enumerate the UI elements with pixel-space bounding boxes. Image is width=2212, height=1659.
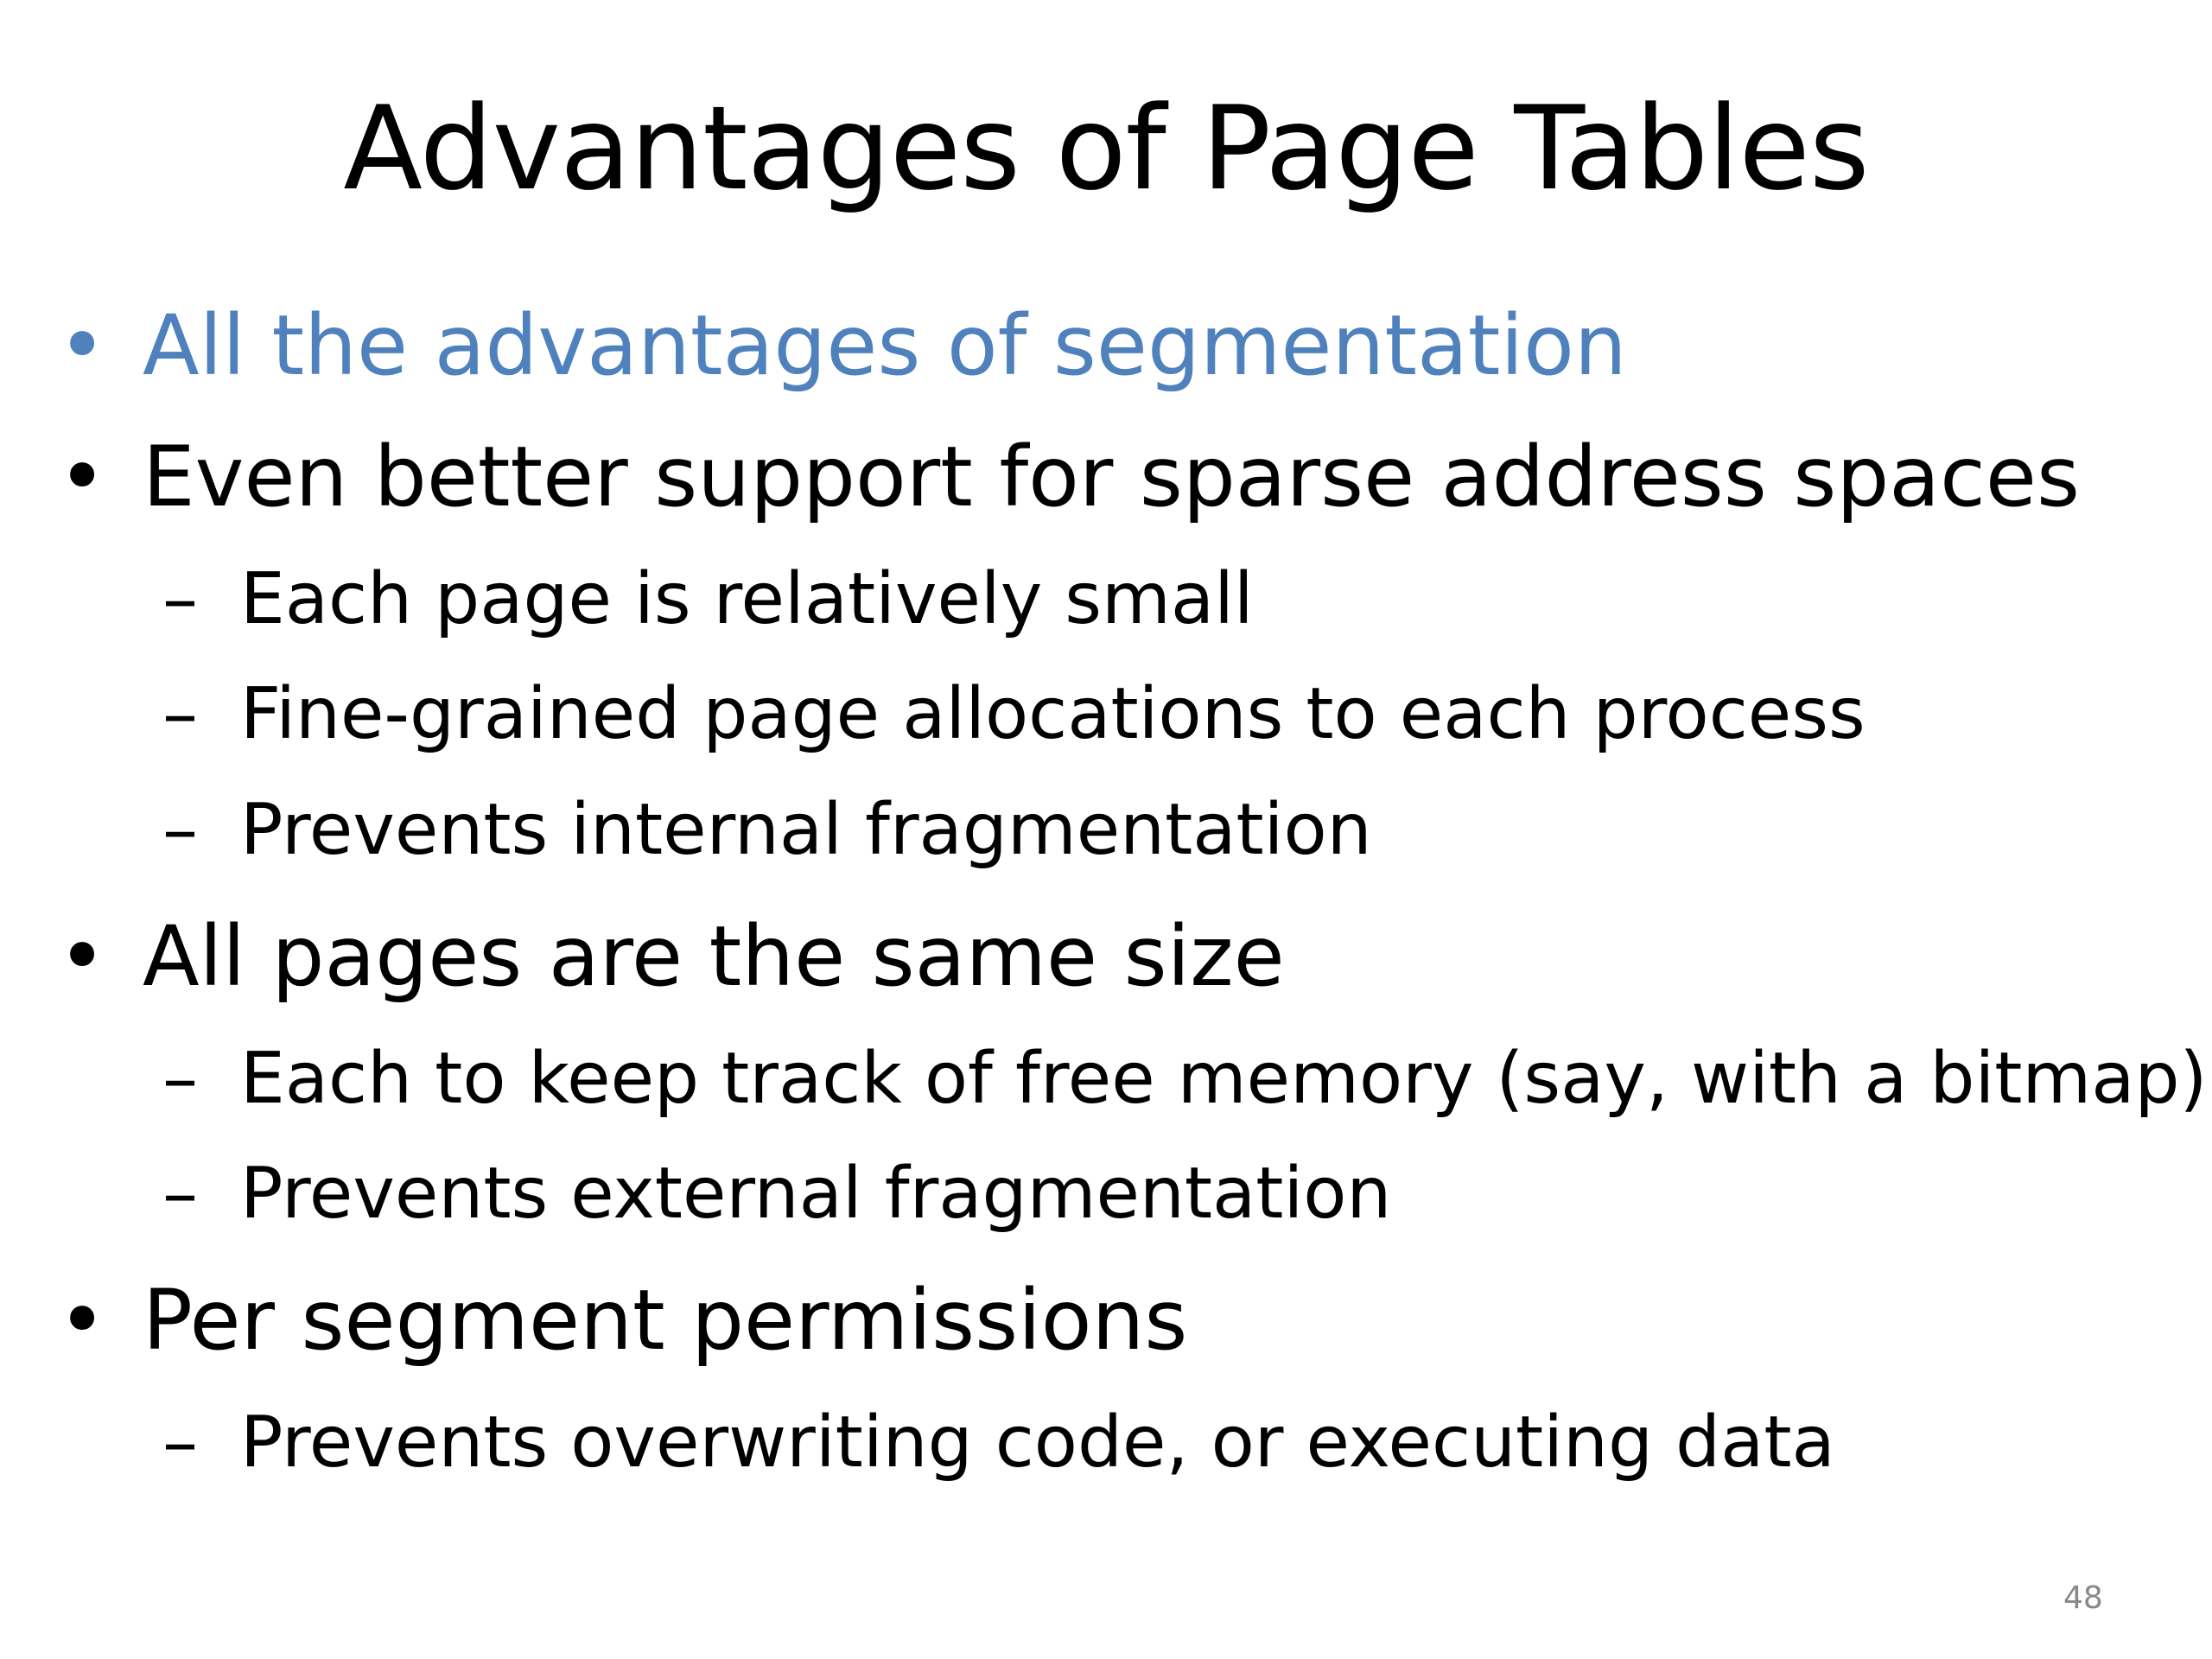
sub-bullet-item: – Each to keep track of free memory (say… — [162, 1038, 2208, 1121]
bullet-marker: • — [57, 908, 107, 1005]
sub-bullet-item: – Fine-grained page allocations to each … — [162, 673, 1866, 756]
bullet-text: Even better support for sparse address s… — [143, 429, 2080, 525]
sub-bullet-item: – Each page is relatively small — [162, 558, 1254, 641]
bullet-text: Per segment permissions — [143, 1272, 1188, 1369]
sub-bullet-text: Each page is relatively small — [240, 558, 1254, 640]
dash-marker: – — [162, 1153, 198, 1235]
sub-bullet-text: Fine-grained page allocations to each pr… — [240, 673, 1866, 755]
bullet-item: • All the advantages of segmentation — [58, 297, 1627, 394]
bullet-item: • Per segment permissions — [58, 1272, 1188, 1369]
bullet-item: • All pages are the same size — [58, 908, 1285, 1005]
bullet-marker: • — [57, 297, 107, 394]
sub-bullet-item: – Prevents internal fragmentation — [162, 789, 1372, 872]
dash-marker: – — [162, 1402, 198, 1484]
dash-marker: – — [162, 558, 198, 640]
sub-bullet-text: Prevents external fragmentation — [240, 1153, 1392, 1235]
bullet-text: All pages are the same size — [143, 908, 1285, 1005]
dash-marker: – — [162, 1038, 198, 1120]
slide-title: Advantages of Page Tables — [343, 81, 1869, 216]
dash-marker: – — [162, 789, 198, 871]
sub-bullet-text: Each to keep track of free memory (say, … — [240, 1038, 2208, 1120]
bullet-text: All the advantages of segmentation — [143, 297, 1627, 394]
bullet-item: • Even better support for sparse address… — [58, 429, 2080, 525]
bullet-marker: • — [57, 1272, 107, 1369]
sub-bullet-text: Prevents overwriting code, or executing … — [240, 1402, 1835, 1484]
sub-bullet-text: Prevents internal fragmentation — [240, 789, 1372, 871]
sub-bullet-item: – Prevents external fragmentation — [162, 1153, 1392, 1236]
sub-bullet-item: – Prevents overwriting code, or executin… — [162, 1402, 1835, 1484]
bullet-marker: • — [57, 429, 107, 525]
dash-marker: – — [162, 673, 198, 755]
page-number: 48 — [2063, 1580, 2103, 1616]
